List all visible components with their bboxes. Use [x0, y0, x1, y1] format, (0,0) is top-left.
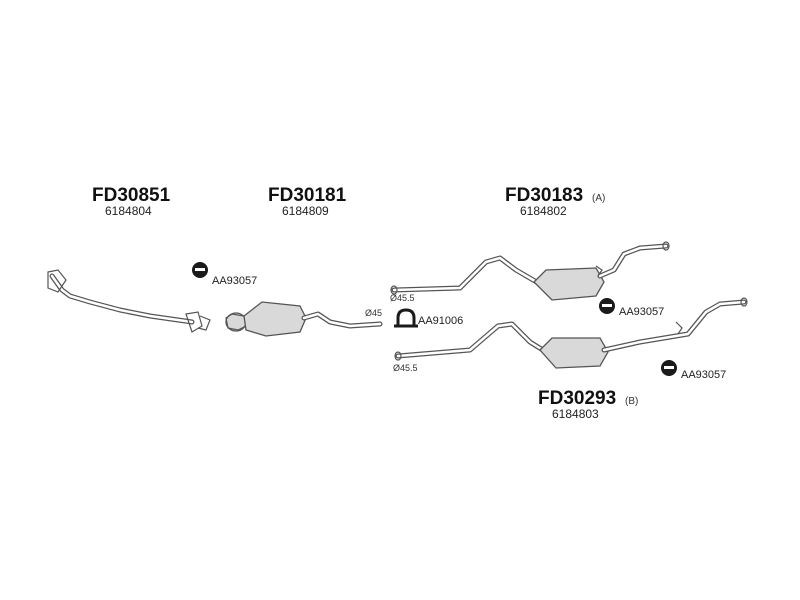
- rear-a-variant: (A): [592, 193, 606, 204]
- rear-a-oem: 6184802: [520, 204, 567, 218]
- rear-b-inlet-diameter: Ø45.5: [393, 363, 418, 373]
- rear-b-code: FD30293: [538, 388, 617, 409]
- centre-outlet-diameter: Ø45: [365, 308, 383, 318]
- rear-silencer-b: [394, 297, 748, 369]
- front-pipe-code: FD30851: [92, 185, 171, 206]
- front-pipe: [47, 269, 211, 333]
- rubber-hanger-icon: [599, 298, 615, 314]
- hanger-1-label: AA93057: [212, 275, 258, 287]
- rear-b-oem: 6184803: [552, 407, 599, 421]
- centre-silencer: [225, 301, 383, 337]
- clamp-label: AA91006: [418, 315, 464, 327]
- hanger-3-label: AA93057: [681, 369, 727, 381]
- rear-silencer-a: [390, 241, 670, 301]
- centre-silencer-oem: 6184809: [282, 204, 329, 218]
- rear-b-variant: (B): [625, 396, 639, 407]
- rubber-hanger-icon: [661, 360, 677, 376]
- pipe-clamp-icon: [394, 308, 418, 328]
- rear-a-code: FD30183: [505, 185, 584, 206]
- front-pipe-oem: 6184804: [105, 204, 152, 218]
- centre-silencer-code: FD30181: [268, 185, 347, 206]
- rear-a-inlet-diameter: Ø45.5: [390, 293, 415, 303]
- rubber-hanger-icon: [192, 262, 208, 278]
- hanger-2-label: AA93057: [619, 306, 665, 318]
